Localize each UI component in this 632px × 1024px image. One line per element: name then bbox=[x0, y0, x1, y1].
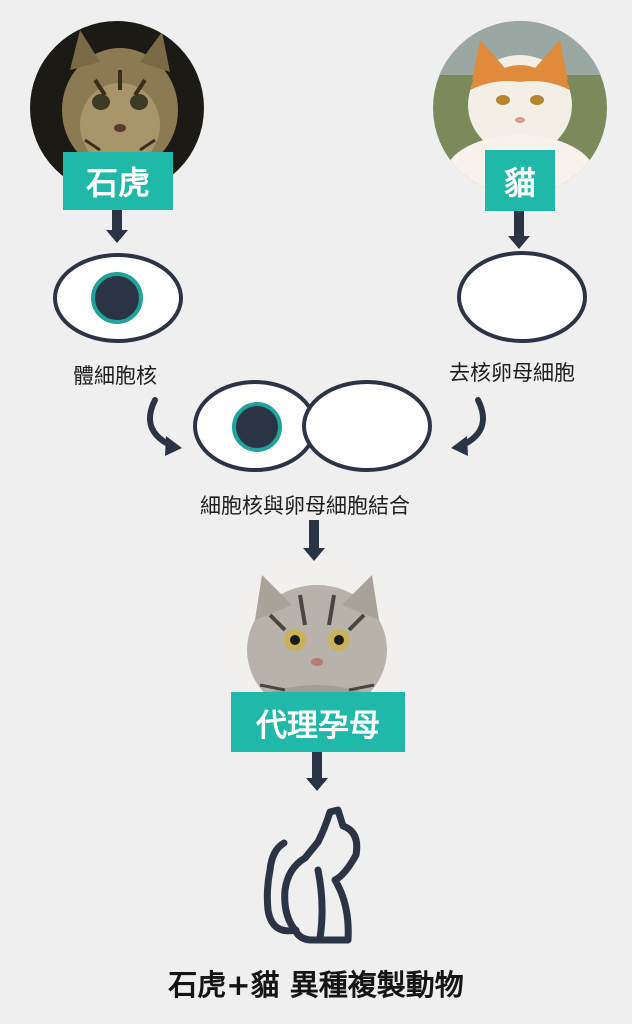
somatic-cell bbox=[53, 253, 183, 343]
nucleus bbox=[232, 402, 282, 452]
fused-cells bbox=[193, 380, 432, 472]
result-title: 石虎+貓 異種複製動物 bbox=[168, 968, 464, 1002]
fusion-label: 細胞核與卵母細胞結合 bbox=[200, 494, 410, 518]
domestic-cat-label: 貓 bbox=[485, 150, 555, 211]
arrow-down-icon bbox=[508, 208, 530, 249]
enucleated-egg-label: 去核卵母細胞 bbox=[449, 361, 575, 385]
enucleated-egg-cell bbox=[457, 251, 587, 343]
leopard-cat-photo bbox=[30, 21, 204, 195]
cat-outline-icon bbox=[263, 806, 361, 944]
leopard-cat-label: 石虎 bbox=[63, 152, 173, 210]
arrow-down-icon bbox=[106, 208, 128, 243]
curved-arrow-icon bbox=[451, 397, 486, 456]
arrow-down-icon bbox=[303, 520, 325, 561]
arrow-down-icon bbox=[306, 750, 328, 791]
nucleus bbox=[91, 272, 143, 324]
somatic-nucleus-label: 體細胞核 bbox=[73, 364, 157, 388]
surrogate-mother-label: 代理孕母 bbox=[231, 692, 405, 752]
curved-arrow-icon bbox=[147, 397, 182, 456]
